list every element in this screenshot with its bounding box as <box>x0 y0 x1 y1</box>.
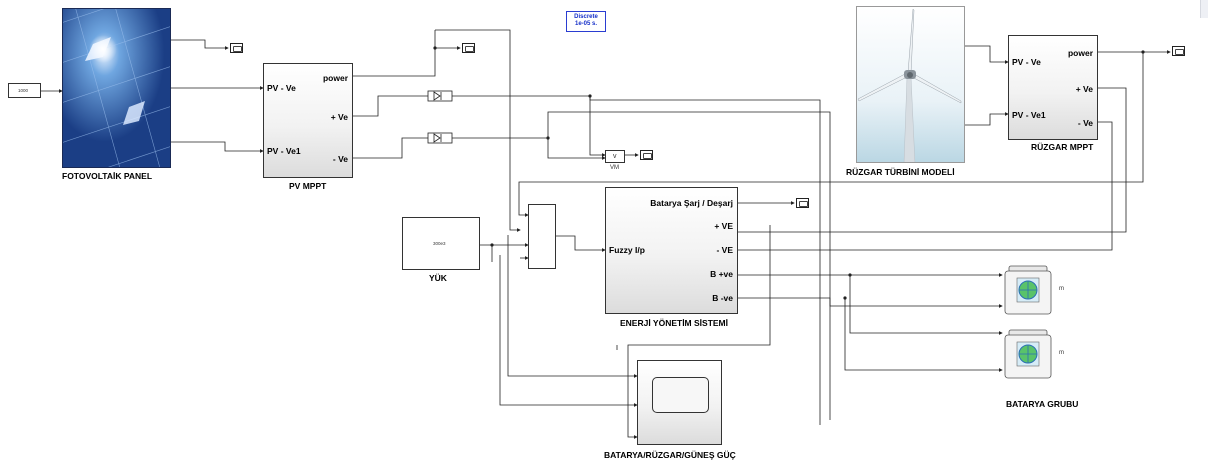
pv-mppt-title: PV MPPT <box>289 181 326 191</box>
pv-panel-title: FOTOVOLTAİK PANEL <box>62 171 152 181</box>
wind-mppt-title: RÜZGAR MPPT <box>1031 142 1093 152</box>
constant-value: 1000 <box>18 88 28 93</box>
wind-mppt-out-power: power <box>1068 48 1093 58</box>
ems-in-fuzzy: Fuzzy I/p <box>609 245 645 255</box>
ems-out-plus: + VE <box>714 221 733 231</box>
scope-pv-power[interactable] <box>462 43 475 53</box>
battery-2-port: m <box>1059 350 1064 356</box>
powergui-step: 1e-05 s. <box>567 21 605 28</box>
wind-mppt-in-1: PV - Ve <box>1012 57 1041 67</box>
pv-mppt-in-1: PV - Ve <box>267 83 296 93</box>
mux-block[interactable] <box>528 204 556 269</box>
wind-mppt-out-minus: - Ve <box>1078 118 1093 128</box>
battery-2[interactable]: m <box>1002 328 1054 380</box>
ems-out-bminus: B -ve <box>712 293 733 303</box>
pv-panel-block[interactable] <box>62 8 171 168</box>
scope-voltmeter[interactable] <box>640 150 653 160</box>
battery-1[interactable]: m <box>1002 264 1054 316</box>
wind-mppt-out-plus: + Ve <box>1076 84 1093 94</box>
voltmeter-block[interactable]: v <box>605 150 625 163</box>
power-scope-block[interactable] <box>637 360 722 445</box>
ems-out-bplus: B +ve <box>710 269 733 279</box>
wind-turbine-icon <box>857 7 965 163</box>
scope-screen <box>652 377 709 413</box>
load-value: 300e3 <box>433 241 446 246</box>
battery-1-port: m <box>1059 286 1064 292</box>
wind-mppt-block[interactable]: PV - Ve PV - Ve1 power + Ve - Ve <box>1008 35 1098 140</box>
battery-icon <box>1002 328 1054 380</box>
pv-mppt-out-power: power <box>323 73 348 83</box>
powergui-block[interactable]: Discrete 1e-05 s. <box>566 11 606 32</box>
pv-mppt-in-2: PV - Ve1 <box>267 146 301 156</box>
load-title: YÜK <box>429 273 447 283</box>
ems-out-charge: Batarya Şarj / Deşarj <box>650 198 733 208</box>
ems-block[interactable]: Fuzzy I/p Batarya Şarj / Deşarj + VE - V… <box>605 187 738 314</box>
battery-icon <box>1002 264 1054 316</box>
diode-icon <box>428 91 452 143</box>
battery-group-title: BATARYA GRUBU <box>1006 399 1078 409</box>
constant-block[interactable]: 1000 <box>8 83 41 98</box>
pv-mppt-out-plus: + Ve <box>331 112 348 122</box>
solar-panel-icon <box>63 9 171 168</box>
scope-wind-power[interactable] <box>1172 46 1185 56</box>
power-scope-title: BATARYA/RÜZGAR/GÜNEŞ GÜÇ <box>604 450 736 460</box>
wind-turbine-title: RÜZGAR TÜRBİNİ MODELİ <box>846 167 955 177</box>
load-block[interactable]: 300e3 <box>402 217 480 270</box>
powergui-mode: Discrete <box>567 14 605 21</box>
ems-title: ENERJİ YÖNETİM SİSTEMİ <box>620 318 728 328</box>
voltmeter-label: VM <box>610 165 619 171</box>
scope-pv-panel[interactable] <box>230 43 243 53</box>
pv-mppt-block[interactable]: PV - Ve PV - Ve1 power + Ve - Ve <box>263 63 353 178</box>
side-tab[interactable] <box>1200 0 1208 18</box>
wind-turbine-block[interactable] <box>856 6 965 163</box>
ems-out-minus: - VE <box>716 245 733 255</box>
scope-ems-charge[interactable] <box>796 198 809 208</box>
pv-mppt-out-minus: - Ve <box>333 154 348 164</box>
voltmeter-glyph: v <box>613 153 617 160</box>
wind-mppt-in-2: PV - Ve1 <box>1012 110 1046 120</box>
